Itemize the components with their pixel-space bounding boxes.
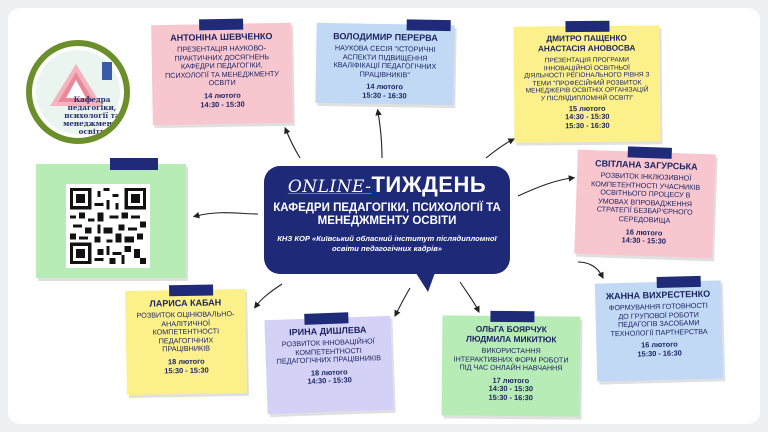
online-label: ONLINE- (287, 177, 372, 197)
center-subtitle: КАФЕДРИ ПЕДАГОГІКИ, ПСИХОЛОГІЇ ТА МЕНЕДЖ… (273, 202, 501, 227)
pyramid-icon (50, 62, 112, 106)
title-text: ТИЖДЕНЬ (371, 172, 487, 197)
center-institution: КНЗ КОР «Київський обласний інститут піс… (277, 234, 497, 253)
center-bubble: ONLINE-ТИЖДЕНЬ КАФЕДРИ ПЕДАГОГІКИ, ПСИХО… (264, 166, 510, 292)
department-logo: Кафедра педагогіки, психології та менедж… (26, 40, 130, 144)
bubble-tail (414, 270, 436, 292)
center-title: ONLINE-ТИЖДЕНЬ (272, 172, 502, 200)
tape (110, 158, 158, 170)
qr-code-icon[interactable] (66, 184, 150, 268)
logo-text: Кафедра педагогіки, психології та менедж… (63, 95, 121, 136)
qr-note (36, 158, 186, 278)
